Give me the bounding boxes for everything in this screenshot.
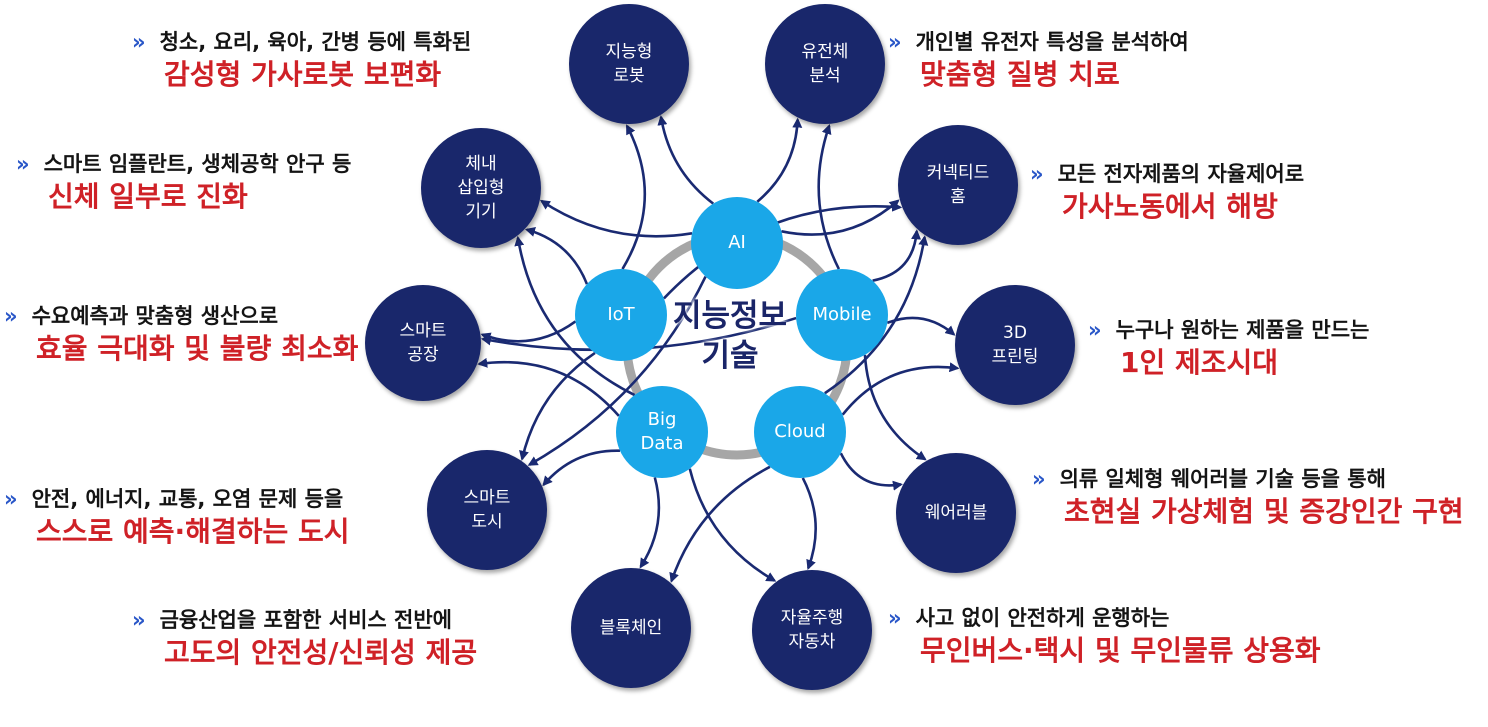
node-blockchain: 블록체인	[571, 568, 691, 688]
connection-arrow	[519, 351, 596, 461]
desc-line1: 사고 없이 안전하게 운행하는	[915, 606, 1170, 630]
node-wearable: 웨어러블	[896, 453, 1016, 573]
desc-line2: 신체 일부로 진화	[48, 180, 248, 213]
connection-arrow	[639, 477, 661, 569]
desc-genome-analysis: » 개인별 유전자 특성을 분석하여 맞춤형 질병 치료	[888, 28, 1189, 94]
node-intelligent-robot: 지능형 로봇	[569, 4, 689, 124]
desc-smart-factory: » 수요예측과 맞춤형 생산으로 효율 극대화 및 불량 최소화	[4, 302, 358, 368]
bullet-mark: »	[132, 30, 146, 54]
connection-arrow	[872, 229, 922, 282]
connection-arrow	[657, 115, 715, 205]
connection-arrow	[841, 362, 960, 416]
desc-wearable: » 의류 일체형 웨어러블 기술 등을 통해 초현실 가상체험 및 증강인간 구현	[1032, 465, 1464, 531]
node-3d-printing: 3D 프린팅	[955, 285, 1075, 405]
desc-line1: 의류 일체형 웨어러블 기술 등을 통해	[1059, 467, 1386, 491]
connection-arrow	[527, 276, 707, 466]
connection-arrow	[669, 465, 771, 583]
desc-line2: 무인버스·택시 및 무인물류 상용화	[920, 634, 1321, 667]
connection-arrow	[514, 235, 636, 397]
connection-arrow	[539, 199, 693, 238]
connection-arrow	[480, 320, 577, 343]
node-genome-analysis: 유전체 분석	[765, 4, 885, 124]
desc-line1: 누구나 원하는 제품을 만드는	[1115, 318, 1370, 342]
arrow-group	[477, 115, 960, 583]
desc-line2: 고도의 안전성/신뢰성 제공	[164, 636, 478, 669]
connection-arrow	[524, 227, 589, 285]
bullet-mark: »	[1032, 467, 1046, 491]
desc-line1: 모든 전자제품의 자율제어로	[1057, 162, 1305, 186]
node-iot: IoT	[575, 269, 667, 361]
desc-line2: 스스로 예측·해결하는 도시	[36, 515, 350, 548]
desc-3d-printing: » 누구나 원하는 제품을 만드는 1인 제조시대	[1088, 316, 1369, 382]
desc-line1: 금융산업을 포함한 서비스 전반에	[159, 608, 452, 632]
desc-autonomous-car: » 사고 없이 안전하게 운행하는 무인버스·택시 및 무인물류 상용화	[888, 604, 1321, 670]
node-ai: AI	[691, 197, 783, 289]
node-big-data: Big Data	[616, 386, 708, 478]
connection-arrow	[824, 235, 929, 395]
node-implantable-device: 체내 삽입형 기기	[421, 128, 541, 248]
node-smart-city: 스마트 도시	[427, 450, 547, 570]
desc-blockchain: » 금융산업을 포함한 서비스 전반에 고도의 안전성/신뢰성 제공	[132, 606, 477, 672]
desc-line1: 수요예측과 맞춤형 생산으로	[31, 304, 279, 328]
desc-line1: 개인별 유전자 특성을 분석하여	[915, 30, 1189, 54]
node-connected-home: 커넥티드 홈	[898, 125, 1018, 245]
desc-implantable-device: » 스마트 임플란트, 생체공학 안구 등 신체 일부로 진화	[16, 150, 351, 216]
connection-arrow	[542, 449, 621, 487]
desc-line2: 초현실 가상체험 및 증강인간 구현	[1064, 495, 1464, 528]
desc-smart-city: » 안전, 에너지, 교통, 오염 문제 등을 스스로 예측·해결하는 도시	[4, 485, 350, 551]
connection-arrow	[621, 124, 647, 270]
node-smart-factory: 스마트 공장	[365, 285, 481, 401]
node-mobile: Mobile	[796, 269, 888, 361]
desc-line2: 감성형 가사로봇 보편화	[164, 58, 442, 91]
desc-line2: 맞춤형 질병 치료	[920, 58, 1120, 91]
connection-arrow	[756, 117, 803, 203]
bullet-mark: »	[1030, 162, 1044, 186]
connection-arrow	[817, 123, 841, 270]
bullet-mark: »	[16, 152, 30, 176]
connection-arrow	[781, 199, 900, 236]
desc-line2: 1인 제조시대	[1120, 346, 1279, 379]
connection-arrow	[839, 452, 903, 491]
desc-line1: 스마트 임플란트, 생체공학 안구 등	[43, 152, 352, 176]
connection-arrow	[688, 468, 777, 582]
node-cloud: Cloud	[754, 386, 846, 478]
connection-arrow	[801, 477, 817, 570]
connection-arrow	[477, 357, 620, 417]
bullet-mark: »	[4, 487, 18, 511]
desc-connected-home: » 모든 전자제품의 자율제어로 가사노동에서 해방	[1030, 160, 1304, 226]
bullet-mark: »	[888, 30, 902, 54]
node-autonomous-car: 자율주행 자동차	[752, 570, 872, 690]
desc-line2: 가사노동에서 해방	[1062, 190, 1278, 223]
connection-arrow	[863, 354, 927, 461]
bullet-mark: »	[132, 608, 146, 632]
desc-line1: 안전, 에너지, 교통, 오염 문제 등을	[31, 487, 344, 511]
desc-intelligent-robot: » 청소, 요리, 육아, 간병 등에 특화된 감성형 가사로봇 보편화	[132, 28, 471, 94]
bullet-mark: »	[888, 606, 902, 630]
center-title: 지능정보 기술	[672, 298, 788, 374]
desc-line2: 효율 극대화 및 불량 최소화	[36, 332, 359, 365]
desc-line1: 청소, 요리, 육아, 간병 등에 특화된	[159, 30, 472, 54]
bullet-mark: »	[4, 304, 18, 328]
connection-arrow	[886, 316, 956, 336]
bullet-mark: »	[1088, 318, 1102, 342]
